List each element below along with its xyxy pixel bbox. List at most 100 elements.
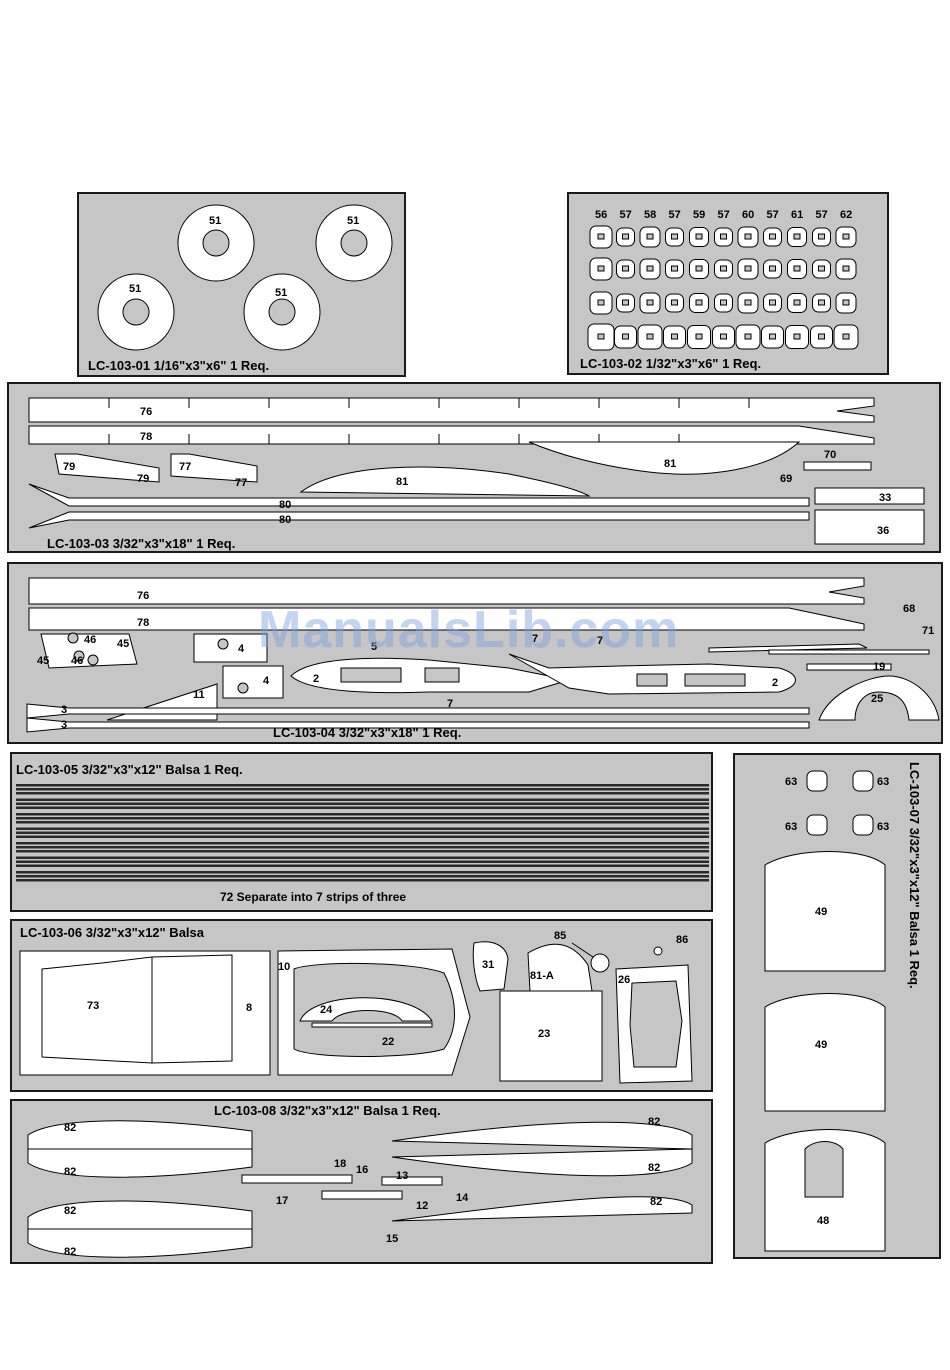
small-part-hole xyxy=(842,299,850,306)
small-part-hole xyxy=(720,265,727,272)
part-label-49: 49 xyxy=(815,1039,827,1051)
sheet-caption: LC-103-08 3/32"x3"x12" Balsa 1 Req. xyxy=(214,1103,441,1118)
strip-72 xyxy=(16,879,709,882)
strip-72 xyxy=(16,788,709,791)
small-part-hole xyxy=(720,333,727,340)
column-label: 61 xyxy=(791,209,803,221)
sheet-lc-103-05: LC-103-05 3/32"x3"x12" Balsa 1 Req. 72 S… xyxy=(10,752,713,912)
part-label-63: 63 xyxy=(877,821,889,833)
small-parts-grid xyxy=(587,225,859,351)
part-label: 51 xyxy=(209,215,221,227)
cutout xyxy=(684,673,746,687)
part-label-2: 2 xyxy=(313,673,319,685)
part-label: 51 xyxy=(275,287,287,299)
strip-72 xyxy=(16,875,709,878)
part-label-77: 77 xyxy=(235,477,247,489)
longeron-76 xyxy=(28,577,865,605)
hole xyxy=(73,650,85,662)
small-part-hole xyxy=(744,299,752,306)
part-label-19: 19 xyxy=(873,661,885,673)
strip-72 xyxy=(16,798,709,801)
part-label-4: 4 xyxy=(238,643,245,655)
column-label: 56 xyxy=(595,209,607,221)
part-label-63: 63 xyxy=(877,776,889,788)
strip-72 xyxy=(16,784,709,787)
part-label-82: 82 xyxy=(64,1246,76,1258)
part-label-78: 78 xyxy=(137,617,149,629)
part-label-10: 10 xyxy=(278,961,290,973)
small-part-hole xyxy=(793,233,801,240)
column-label: 57 xyxy=(669,209,681,221)
part-label-76: 76 xyxy=(140,406,152,418)
part-label-23: 23 xyxy=(538,1028,550,1040)
strip-72 xyxy=(16,860,709,863)
small-part-hole xyxy=(744,265,752,272)
part-81 xyxy=(299,466,591,497)
sheet-caption: LC-103-02 1/32"x3"x6" 1 Req. xyxy=(580,356,762,371)
cutout xyxy=(629,980,683,1068)
sheet-caption: LC-103-06 3/32"x3"x12" Balsa xyxy=(20,925,204,940)
part-label-49: 49 xyxy=(815,906,827,918)
part-81 xyxy=(528,441,801,475)
part-label-63: 63 xyxy=(785,776,797,788)
small-part-hole xyxy=(842,333,850,340)
sheet-caption: LC-103-07 3/32"x3"x12" Balsa 1 Req. xyxy=(907,762,922,989)
part-label-24: 24 xyxy=(320,1004,333,1016)
column-label: 57 xyxy=(620,209,632,221)
part-label-68: 68 xyxy=(903,603,915,615)
strip-72 xyxy=(16,871,709,874)
sheet-lc-103-06: LC-103-06 3/32"x3"x12" Balsa 73 8 10 24 … xyxy=(10,919,713,1092)
part-24 xyxy=(299,997,433,1022)
small-part-hole xyxy=(793,333,801,340)
part-label-45: 45 xyxy=(37,655,49,667)
sheet-07-caption-container: LC-103-07 3/32"x3"x12" Balsa 1 Req. xyxy=(904,762,926,1022)
part-label-85: 85 xyxy=(554,930,566,942)
small-part-hole xyxy=(818,299,825,306)
small-part-hole xyxy=(671,299,678,306)
small-part-hole xyxy=(646,233,654,240)
part-85 xyxy=(590,953,610,973)
part-4 xyxy=(193,633,268,663)
part-49 xyxy=(764,851,886,972)
part-label-80: 80 xyxy=(279,499,291,511)
longeron-78 xyxy=(28,425,875,445)
column-label: 57 xyxy=(767,209,779,221)
small-part-hole xyxy=(842,265,850,272)
column-label: 58 xyxy=(644,209,656,221)
part-label-79: 79 xyxy=(63,461,75,473)
part-label-3: 3 xyxy=(61,719,67,731)
disc-part xyxy=(97,273,175,351)
part-label-16: 16 xyxy=(356,1164,368,1176)
wing-rib-half xyxy=(27,1200,253,1230)
disc-part xyxy=(177,204,255,282)
longeron-80 xyxy=(28,511,810,529)
small-part-hole xyxy=(597,299,605,306)
strip-72 xyxy=(16,842,709,845)
part-label-12: 12 xyxy=(416,1200,428,1212)
sheet-caption: LC-103-04 3/32"x3"x18" 1 Req. xyxy=(273,725,462,740)
strip-72 xyxy=(16,792,709,795)
part-label-36: 36 xyxy=(877,525,889,537)
part-label-33: 33 xyxy=(879,492,891,504)
part-49 xyxy=(764,993,886,1112)
strip-72 xyxy=(16,850,709,853)
watermark: ManualsLib.com xyxy=(258,601,680,659)
sheet-04-drawing: 76 78 46 45 45 46 4 4 5 2 2 7 7 7 68 71 … xyxy=(26,577,940,733)
small-part-hole xyxy=(671,333,678,340)
part-86 xyxy=(653,946,663,956)
small-part-hole xyxy=(769,299,776,306)
part-label-14: 14 xyxy=(456,1192,469,1204)
part-33 xyxy=(814,487,925,505)
strip-72 xyxy=(16,817,709,820)
sheet-caption: LC-103-03 3/32"x3"x18" 1 Req. xyxy=(47,536,236,551)
sheet-lc-103-07: 63 63 63 63 49 49 48 xyxy=(733,753,941,1259)
part-label-82: 82 xyxy=(64,1205,76,1217)
part-79 xyxy=(54,453,160,483)
strip-72 xyxy=(16,802,709,805)
strip-group xyxy=(16,784,709,882)
small-part-hole xyxy=(793,299,801,306)
part-label-81: 81 xyxy=(396,476,408,488)
wing-rib-half xyxy=(391,1196,693,1222)
column-label: 62 xyxy=(840,209,852,221)
